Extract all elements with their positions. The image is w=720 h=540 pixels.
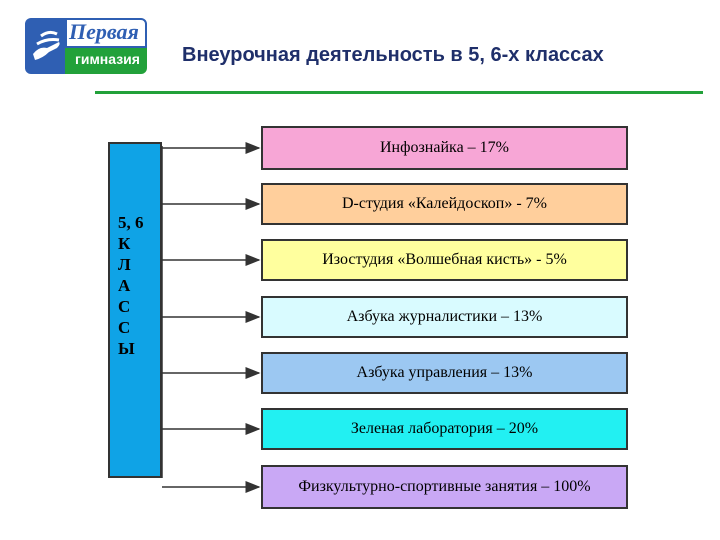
activity-box: Азбука управления – 13% — [261, 352, 628, 394]
logo-word-first: Первая — [69, 19, 139, 44]
activity-box: Изостудия «Волшебная кисть» - 5% — [261, 239, 628, 281]
logo-word-second: гимназия — [75, 51, 140, 67]
logo-bottom-panel — [65, 48, 147, 74]
activity-box: Физкультурно-спортивные занятия – 100% — [261, 465, 628, 509]
activity-box: Азбука журналистики – 13% — [261, 296, 628, 338]
activity-box: Зеленая лаборатория – 20% — [261, 408, 628, 450]
logo: Первая гимназия — [25, 18, 147, 74]
classes-box — [108, 142, 162, 478]
activity-box: D-студия «Калейдоскоп» - 7% — [261, 183, 628, 225]
page-title: Внеурочная деятельность в 5, 6-х классах — [182, 44, 604, 66]
classes-label: 5, 6 К Л А С С Ы — [118, 213, 144, 358]
logo-hand-icon — [33, 30, 60, 60]
activity-box: Инфознайка – 17% — [261, 126, 628, 170]
title-divider — [95, 91, 703, 94]
logo-top-panel — [65, 18, 147, 48]
